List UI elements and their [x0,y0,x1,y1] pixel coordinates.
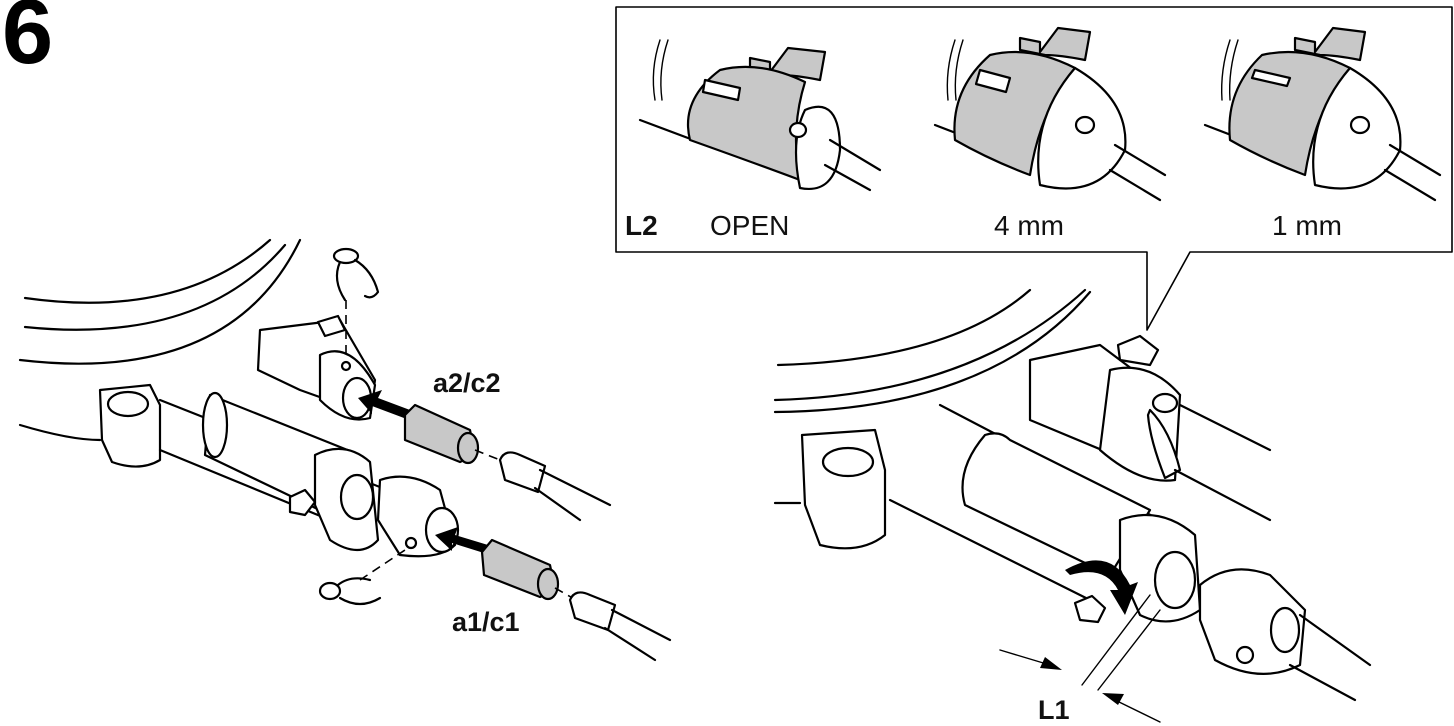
fitting-a2-c2 [358,390,612,522]
inset-label-l2: L2 [625,210,658,241]
lower-hub [288,447,460,558]
left-assembly-view [18,238,672,662]
lower-hub-right [1073,513,1372,702]
caption-open: OPEN [710,210,790,241]
rotate-arrow-icon [1065,560,1138,615]
caption-4mm: 4 mm [994,210,1064,241]
dimension-l1 [999,594,1161,723]
wheel-disc [18,238,302,442]
upper-hub-right [1028,334,1272,522]
label-fitting-a2-c2: a2/c2 [433,368,501,398]
retaining-clip-upper [332,247,380,360]
caption-1mm: 1 mm [1272,210,1342,241]
bracket-lug-right [800,428,887,550]
insert-arrow-lower [435,527,488,553]
inset-panel-4mm [933,26,1167,202]
inset-frame [615,6,1453,331]
upper-hub [256,314,377,421]
fitting-a1-c1 [435,527,672,662]
step-number: 6 [2,0,54,83]
inset-panel-1mm [1203,26,1442,202]
retaining-clip-lower [318,549,406,606]
wheel-disc-right [773,288,1092,505]
right-assembly-view [773,288,1372,723]
label-fitting-a1-c1: a1/c1 [452,607,520,637]
insert-arrow-upper [358,390,410,418]
bracket-lug [98,383,162,468]
inset-panel-open [638,39,882,192]
label-distance-l1: L1 [1038,695,1070,725]
